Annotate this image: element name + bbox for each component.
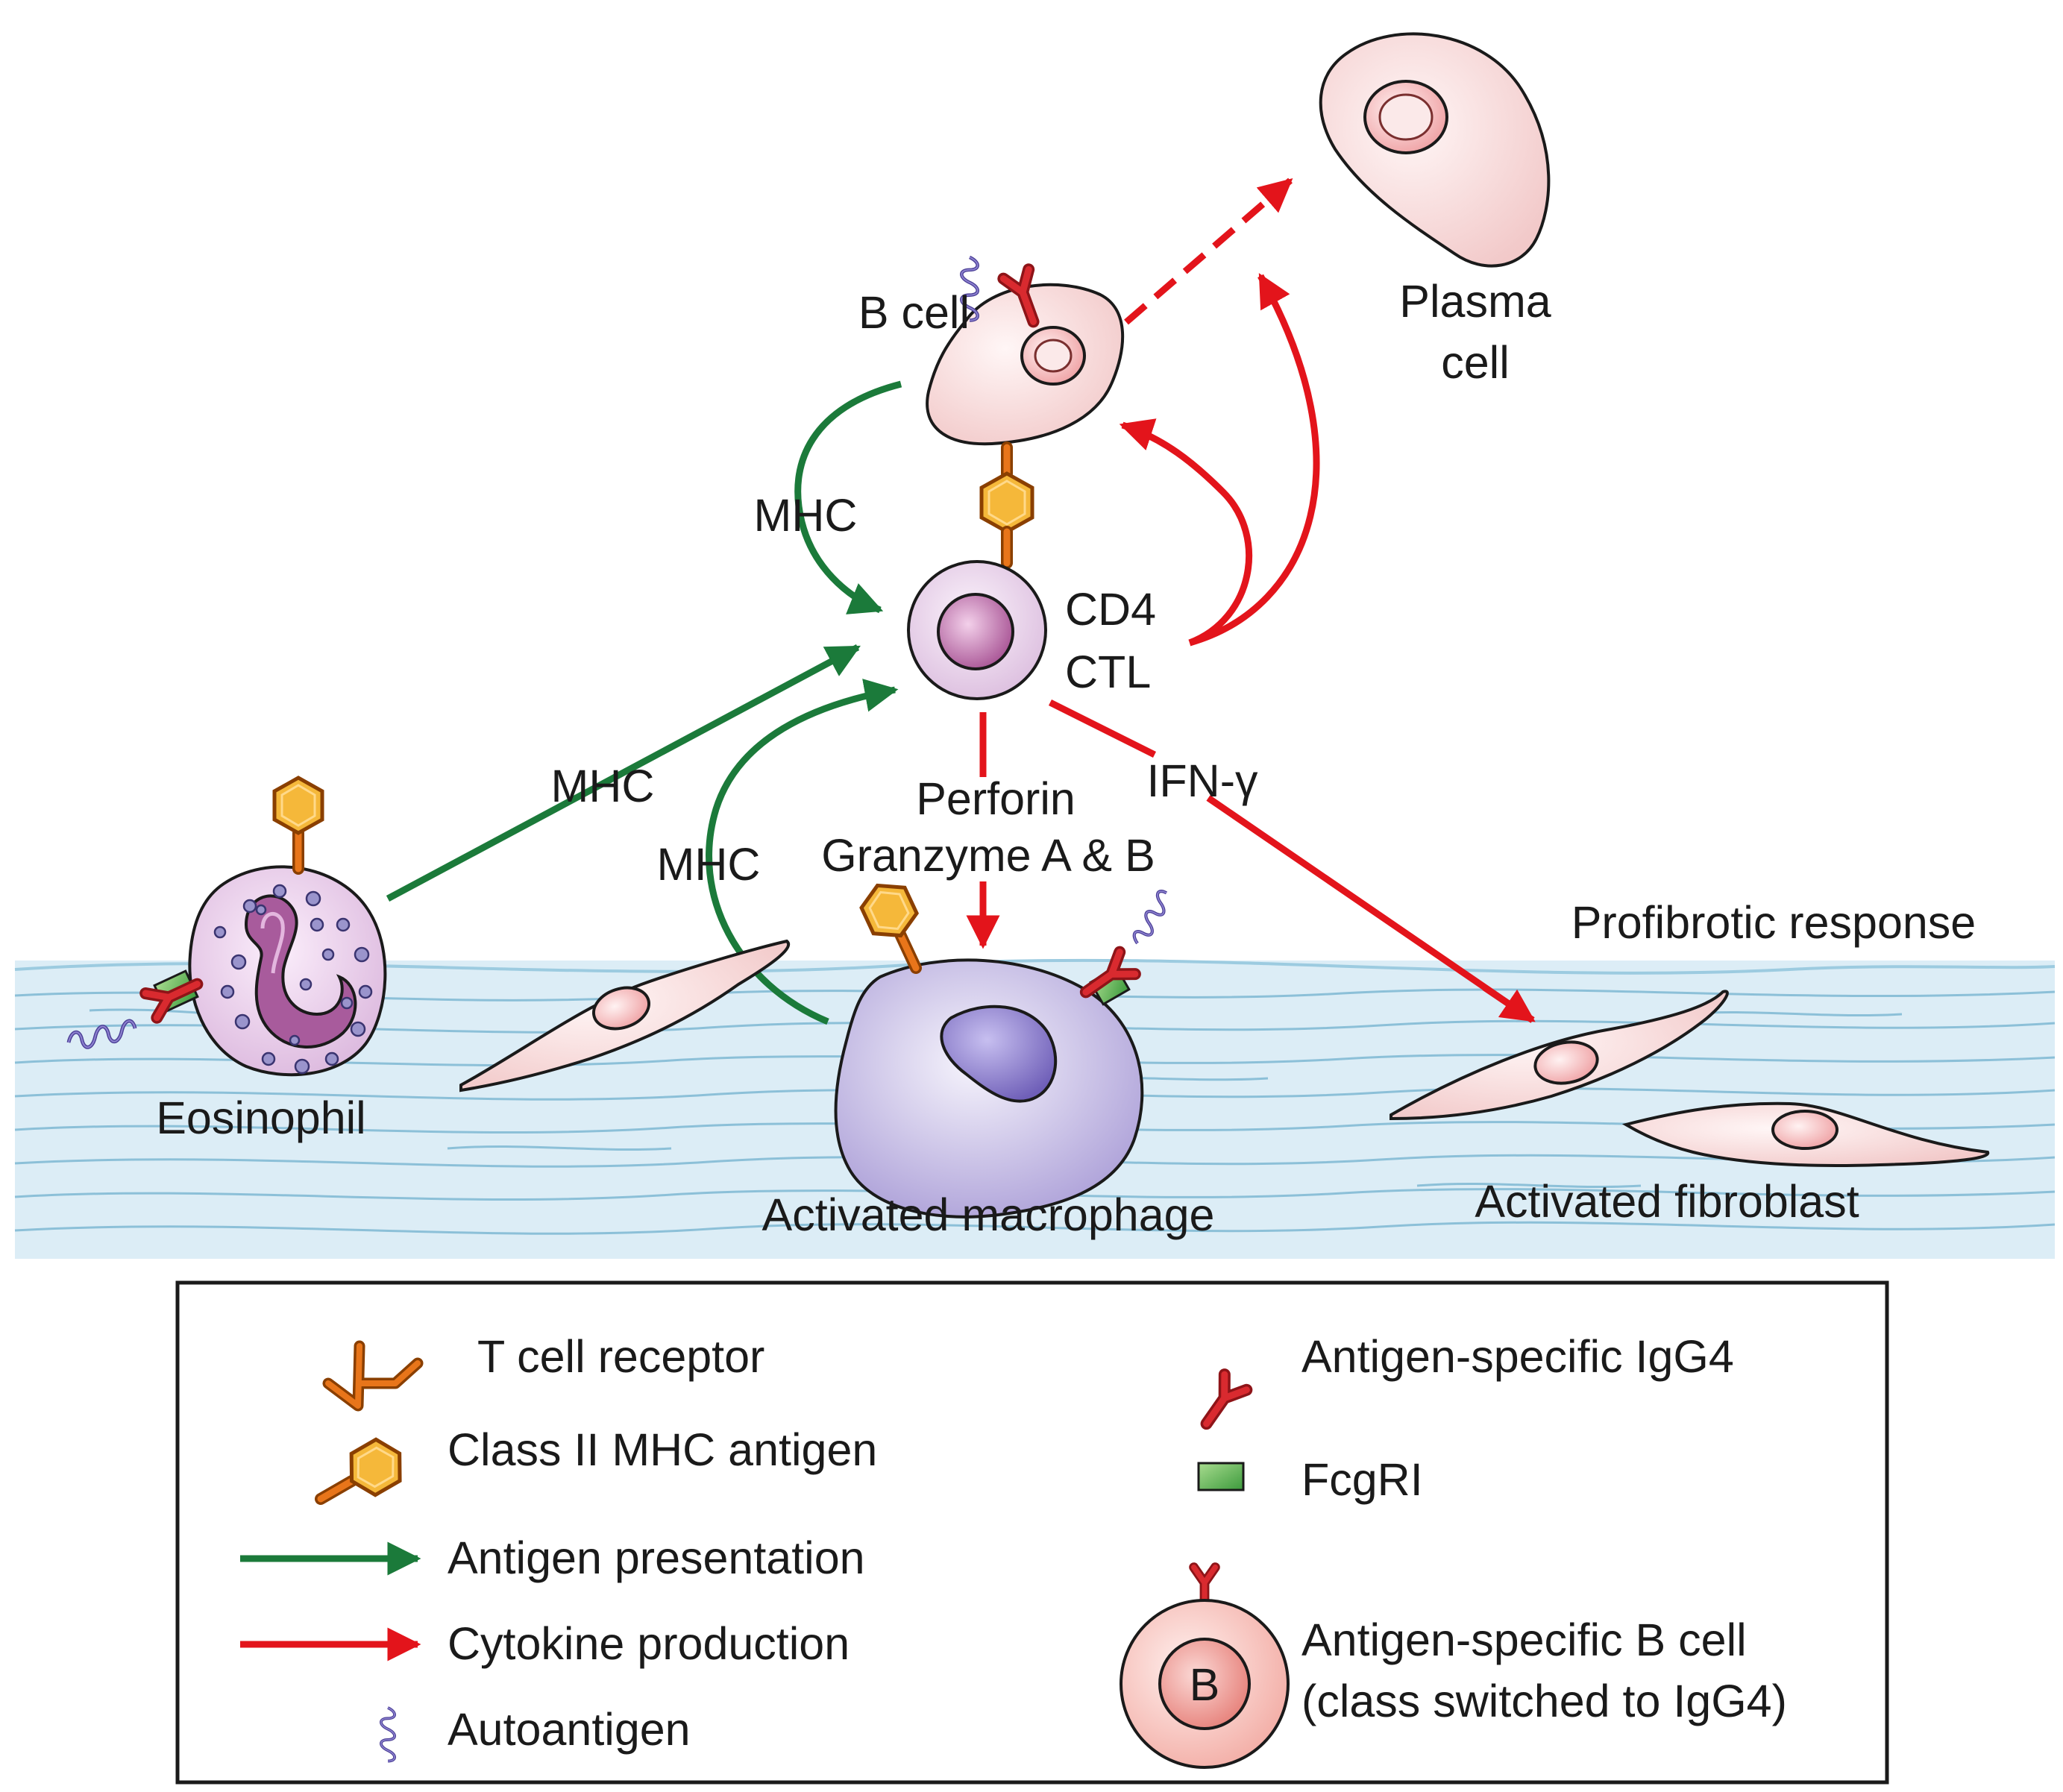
eosinophil-label: Eosinophil bbox=[156, 1093, 365, 1143]
ifn-gamma-label: IFN-γ bbox=[1146, 755, 1258, 806]
macrophage-autoantigen-icon bbox=[1131, 890, 1172, 947]
cd4-ctl-cell bbox=[907, 560, 1047, 700]
eosinophil-cell bbox=[188, 865, 387, 1077]
plasma-cell-label-line1: Plasma bbox=[1399, 276, 1551, 327]
legend-igg4-label: Antigen-specific IgG4 bbox=[1301, 1331, 1734, 1382]
perforin-label: Perforin bbox=[916, 773, 1076, 824]
fibroblast-left bbox=[459, 939, 791, 1093]
legend-fcgri-icon bbox=[1197, 1462, 1245, 1491]
activated-macrophage-cell bbox=[834, 958, 1144, 1219]
legend-antigen-presentation-label: Antigen presentation bbox=[448, 1532, 865, 1583]
legend-tcr-label: T cell receptor bbox=[477, 1331, 764, 1382]
legend-cytokine-production-label: Cytokine production bbox=[448, 1618, 850, 1669]
eosinophil-mhc-icon bbox=[274, 778, 322, 869]
macrophage-label: Activated macrophage bbox=[762, 1189, 1215, 1240]
b-cell-mhc-icon bbox=[979, 441, 1034, 569]
legend: T cell receptor Class II MHC antigen Ant… bbox=[175, 1280, 1889, 1785]
legend-fcgri-label: FcgRI bbox=[1301, 1454, 1423, 1505]
b-cell-label: B cell bbox=[858, 287, 970, 338]
arrow-cd4-to-b-cell bbox=[1119, 418, 1252, 647]
arrow-b-cell-to-plasma-cell bbox=[1124, 177, 1293, 325]
legend-b-letter: B bbox=[1190, 1659, 1220, 1710]
mhc-label-b-cell: MHC bbox=[754, 490, 858, 541]
activated-fibroblast-2 bbox=[1621, 1101, 1990, 1168]
cd4-label-line2: CTL bbox=[1065, 647, 1151, 697]
arrow-eosinophil-to-cd4 bbox=[386, 644, 861, 902]
legend-tcr-icon bbox=[322, 1340, 424, 1412]
mhc-label-macrophage: MHC bbox=[657, 839, 761, 890]
arrow-cd4-to-fibroblast bbox=[1048, 699, 1535, 1023]
profibrotic-response-label: Profibrotic response bbox=[1571, 897, 1976, 948]
arrow-cd4-to-fibroblast-head bbox=[1482, 984, 1536, 1023]
plasma-cell-label-line2: cell bbox=[1441, 337, 1510, 388]
cd4-label-line1: CD4 bbox=[1065, 584, 1156, 635]
activated-fibroblast-1 bbox=[1390, 990, 1729, 1121]
granzyme-label: Granzyme A & B bbox=[821, 830, 1155, 881]
plasma-cell bbox=[1319, 32, 1551, 268]
arrow-b-cell-to-cd4 bbox=[794, 380, 902, 614]
arrow-cd4-to-plasma-cell bbox=[1188, 273, 1320, 647]
legend-b-cell-icon: B bbox=[1120, 1568, 1290, 1769]
mhc-label-eosinophil: MHC bbox=[551, 761, 655, 811]
b-cell bbox=[926, 283, 1125, 446]
legend-mhc-label: Class II MHC antigen bbox=[448, 1424, 877, 1475]
legend-b-cell-label-line1: Antigen-specific B cell bbox=[1301, 1615, 1747, 1665]
legend-autoantigen-label: Autoantigen bbox=[448, 1704, 691, 1755]
arrow-macrophage-to-cd4 bbox=[706, 679, 899, 1025]
fibroblast-label: Activated fibroblast bbox=[1475, 1176, 1859, 1227]
legend-b-cell-label-line2: (class switched to IgG4) bbox=[1301, 1676, 1787, 1726]
